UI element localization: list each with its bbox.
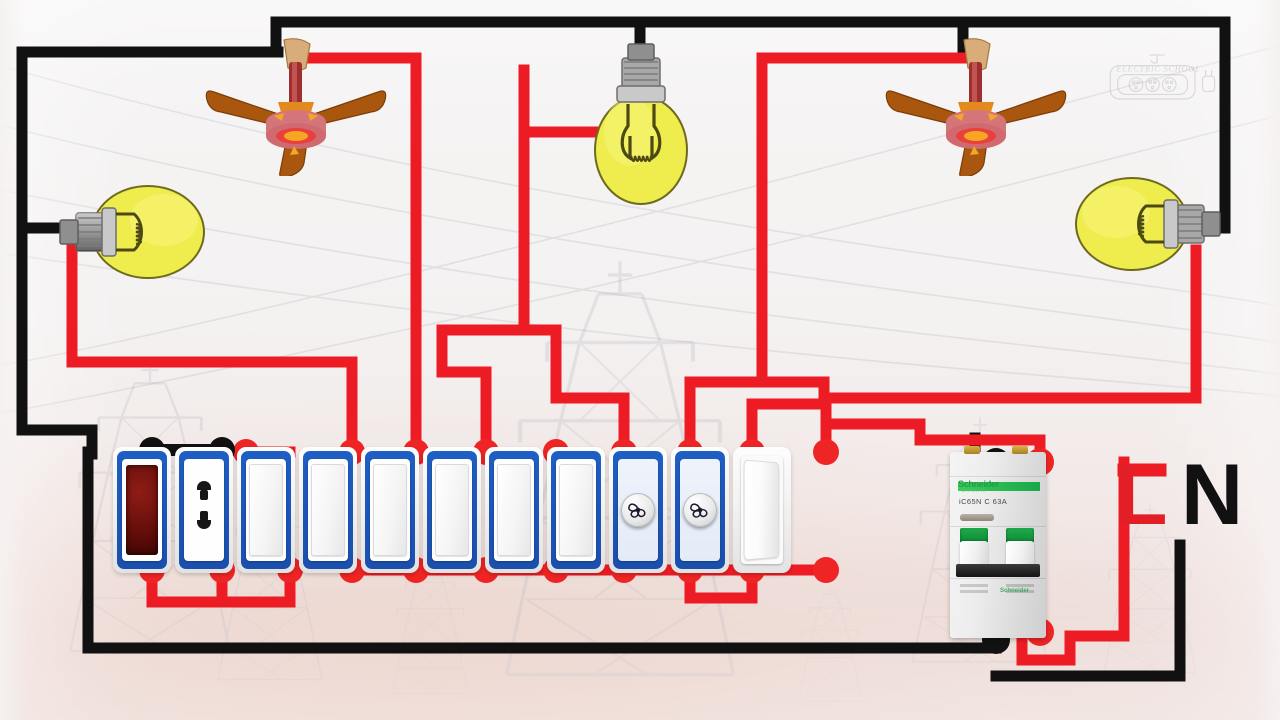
- module-switch-4[interactable]: [423, 447, 481, 573]
- mcb-toggle-bar[interactable]: [956, 564, 1040, 577]
- mcb-lug-right: [1012, 446, 1028, 454]
- module-fan-regulator-1[interactable]: [609, 447, 667, 573]
- live-terminal-label: L: [1115, 447, 1168, 543]
- bulb-center: [594, 43, 688, 205]
- pole-status-window-1: [960, 528, 988, 543]
- module-switch-6[interactable]: [547, 447, 605, 573]
- rocker-switch-2[interactable]: [311, 464, 345, 556]
- ceiling-fan-left: [205, 38, 387, 176]
- ceiling-fan-right: [885, 38, 1067, 176]
- breaker-model-rating: iC65N C 63A: [959, 497, 1008, 506]
- main-rocker-switch[interactable]: [743, 459, 780, 561]
- mcb-double-pole[interactable]: Schneider Electric iC65N C 63A Schneider: [950, 446, 1046, 638]
- bulb-right: [1075, 177, 1221, 271]
- brand-subtitle: Electric: [962, 488, 987, 493]
- module-face: [246, 459, 286, 561]
- bulb-left: [59, 185, 205, 279]
- module-power-socket[interactable]: [175, 447, 233, 573]
- mcb-lug-left: [964, 446, 980, 454]
- schneider-green-bar: [958, 482, 1040, 491]
- fan-regulator-knob-1[interactable]: [621, 493, 655, 527]
- module-face: [741, 456, 783, 564]
- mcb-terminal-block: [950, 580, 1046, 602]
- indicator-lamp-icon: [126, 465, 158, 555]
- module-fan-regulator-2[interactable]: [671, 447, 729, 573]
- watermark-brand-text: ELECTRIC SCHOOL: [1115, 65, 1200, 74]
- module-face: [308, 459, 348, 561]
- rocker-switch-1[interactable]: [249, 464, 283, 556]
- module-face: [184, 459, 224, 561]
- module-face: [122, 459, 162, 561]
- module-face: [556, 459, 596, 561]
- rocker-switch-3[interactable]: [373, 464, 407, 556]
- mcb-label-slot: [960, 514, 994, 521]
- module-switch-1[interactable]: [237, 447, 295, 573]
- module-face: [680, 459, 720, 561]
- rocker-switch-5[interactable]: [497, 464, 531, 556]
- module-face: [432, 459, 472, 561]
- rocker-switch-4[interactable]: [435, 464, 469, 556]
- module-switch-5[interactable]: [485, 447, 543, 573]
- rocker-switch-6[interactable]: [559, 464, 593, 556]
- module-face: [618, 459, 658, 561]
- fan-blades-icon: [690, 503, 708, 518]
- module-switch-2[interactable]: [299, 447, 357, 573]
- socket-pin-holes-icon: [197, 481, 211, 529]
- module-face: [494, 459, 534, 561]
- pole-status-window-2: [1006, 528, 1034, 543]
- module-face: [370, 459, 410, 561]
- fan-blades-icon: [628, 503, 646, 518]
- neutral-wire-network: [16, 16, 1231, 682]
- brand-name: Schneider: [958, 479, 999, 489]
- module-main-switch[interactable]: [733, 447, 791, 573]
- module-indicator-lamp[interactable]: [113, 447, 171, 573]
- brand-name-footer: Schneider: [1000, 588, 1030, 594]
- neutral-terminal-label: N: [1181, 447, 1244, 543]
- modular-switchboard[interactable]: [113, 447, 791, 573]
- module-switch-3[interactable]: [361, 447, 419, 573]
- fan-regulator-knob-2[interactable]: [683, 493, 717, 527]
- watermark-logo: ELECTRIC SCHOOL: [1109, 54, 1216, 100]
